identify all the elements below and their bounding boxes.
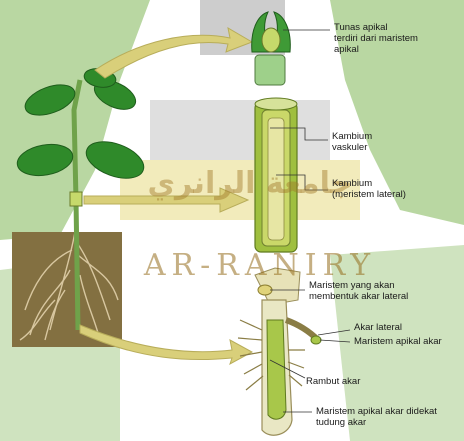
watermark-arabic: جامعة الرانري [140, 166, 360, 201]
watermark-latin: AR-RANIRY [95, 248, 425, 283]
label-root-apical-meristem: Maristem apikal akar [354, 336, 442, 347]
label-apical-shoot: Tunas apikal terdiri dari maristem apika… [334, 22, 418, 55]
watermark-building [150, 100, 330, 160]
label-root-tip: Maristem apikal akar didekat tudung akar [316, 406, 437, 428]
label-lateral-cambium: Kambium (meristem lateral) [332, 178, 406, 200]
stem-section-marker [70, 192, 82, 206]
label-lateral-root-meristem: Maristem yang akan membentuk akar latera… [309, 280, 408, 302]
label-lateral-root: Akar lateral [354, 322, 402, 333]
label-root-hair: Rambut akar [306, 376, 360, 387]
label-vascular-cambium: Kambium vaskuler [332, 131, 372, 153]
